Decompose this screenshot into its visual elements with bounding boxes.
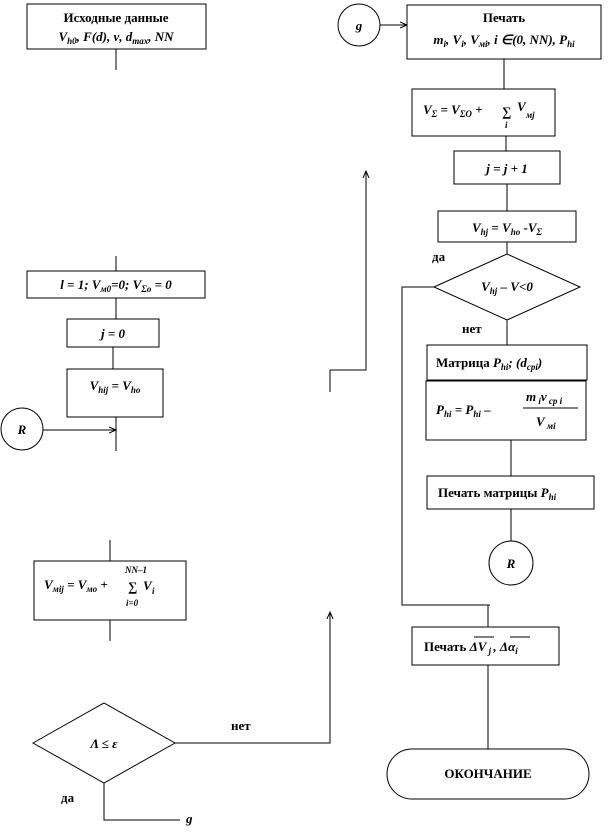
print-deltas-text: Печать ΔV j , Δαi (424, 639, 518, 656)
sum-lower-limit: i=0 (126, 598, 139, 608)
end-terminator (386, 748, 590, 800)
vmij-text: Vмij = Vмо + (44, 577, 108, 594)
vsum-v: V (517, 99, 527, 114)
print-matrix-text: Печать матрицы Phi (438, 485, 557, 502)
label-no-left: нет (231, 718, 251, 733)
phi-formula-block (425, 380, 587, 441)
sum-upper-limit: NN–1 (124, 565, 147, 575)
input-data-vars: Vh0, F(d), ν, dmax, NN (58, 29, 174, 46)
print-title: Печать (483, 10, 525, 25)
vhij-block (66, 368, 164, 418)
j-inc-block (453, 150, 561, 185)
vsum-v-sub: мj (525, 110, 535, 120)
phi-formula-num: m iv cp i (526, 389, 563, 406)
end-text: ОКОНЧАНИЕ (444, 766, 531, 781)
vsum-text: VΣ = VΣO + (423, 102, 483, 119)
flow-line-no-left (175, 612, 330, 744)
sum-vi-sub: i (152, 586, 155, 596)
vhj-text: Vhj = Vho -VΣ (472, 220, 543, 237)
print-vars: mi, Vi, Vмi, i ∈(0, NN), Phi (433, 32, 575, 49)
input-data-title: Исходные данные (63, 10, 168, 25)
phi-formula-left: Phi = Phi – (436, 402, 491, 419)
connector-g-bottom: g (185, 811, 193, 826)
j-zero-text: j = 0 (99, 326, 126, 341)
connector-r-right-label: R (506, 556, 516, 571)
connector-g-top-label: g (355, 18, 363, 33)
flow-line-yes-left (103, 783, 180, 821)
label-no-right: нет (462, 321, 482, 336)
connector-r-right (488, 540, 534, 586)
connector-r-left-label: R (17, 422, 27, 437)
sum-vi: V (143, 578, 153, 593)
connector-r-left (0, 407, 44, 451)
vsum-i: i (505, 120, 508, 130)
vsum-block (411, 88, 556, 137)
vhj-block (437, 210, 577, 243)
input-data-block (26, 3, 207, 50)
matrix-block (426, 344, 588, 381)
print-matrix-block (426, 475, 595, 510)
flow-line (330, 171, 366, 371)
sum-sign: ∑ (128, 579, 137, 594)
init-text: l = 1; Vм0=0; VΣo = 0 (60, 277, 172, 294)
vmij-block (33, 560, 187, 621)
print-deltas-block (411, 626, 560, 666)
condition-right-text: Vhj – V<0 (481, 279, 533, 296)
condition-right-diamond (432, 253, 582, 321)
phi-formula-den: V мi (536, 414, 556, 431)
j-inc-text: j = j + 1 (484, 161, 528, 176)
vhij-text: Vhij = Vho (90, 378, 141, 395)
label-yes-left: да (61, 790, 75, 805)
matrix-text: Матрица Phi; (dcpi) (436, 355, 542, 372)
condition-text: Λ ≤ ε (90, 736, 119, 751)
print-block (406, 4, 602, 60)
j-zero-block (66, 318, 160, 348)
label-yes-right: да (432, 249, 446, 264)
init-block (26, 270, 206, 299)
flow-line-yes-right (401, 286, 490, 606)
vsum-sigma: ∑ (502, 104, 511, 119)
